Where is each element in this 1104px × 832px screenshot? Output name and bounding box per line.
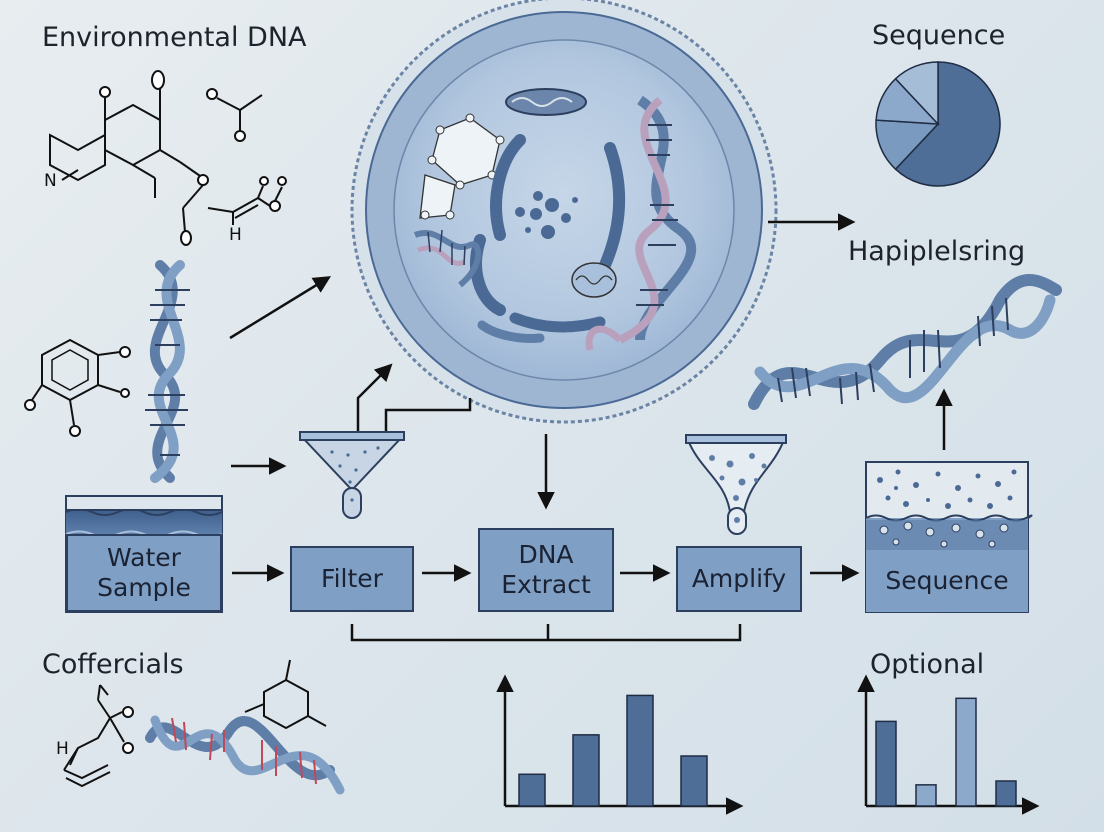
pie-slice-1 [894, 61, 1001, 187]
flow-arrows [229, 213, 953, 642]
filter-box: Filter [290, 546, 414, 612]
optional-title: Optional [870, 649, 985, 680]
dna-extract-label-line1: DNA [518, 540, 574, 569]
water-sample-box: Water Sample [66, 534, 222, 612]
bar-chart-center [518, 694, 708, 807]
molecule-structure-top [49, 70, 287, 246]
cell-illustration [350, 0, 778, 424]
dna-helix-horizontal [748, 274, 1062, 410]
pie-chart [875, 61, 1001, 187]
filter-label: Filter [321, 564, 383, 593]
bar-1 [518, 773, 546, 807]
bar-1 [875, 720, 897, 807]
bar-3 [955, 697, 977, 807]
water-sample-label-line2: Sample [97, 573, 191, 602]
sequence-label: Sequence [885, 566, 1009, 595]
bar-3 [626, 694, 654, 807]
bar-chart-right [875, 697, 1017, 807]
nitrogen-atom-label: N [44, 171, 57, 191]
amplify-label: Amplify [691, 564, 787, 593]
bar-2 [572, 734, 600, 807]
sequence-box: Sequence [866, 550, 1028, 612]
haplotype-title: Hapiplelsring [848, 236, 1026, 267]
bar-4 [995, 780, 1017, 807]
water-sample-label-line1: Water [107, 543, 181, 572]
dna-extract-box: DNA Extract [478, 528, 614, 612]
coffercials-title: Coffercials [42, 649, 184, 680]
molecule-structure-bottom [63, 659, 327, 788]
bar-4 [680, 755, 708, 807]
sequence-title: Sequence [872, 20, 1006, 51]
bar-2 [915, 784, 937, 807]
benzene-ring-left [24, 338, 131, 437]
filter-funnel-icon [299, 431, 405, 519]
dna-helix-vertical [145, 260, 190, 483]
dna-helix-bottom [145, 715, 345, 795]
hydrogen-atom-label-bottom: H [56, 739, 69, 759]
pie-slice-2 [875, 119, 940, 171]
amplify-box: Amplify [676, 546, 802, 612]
amplify-funnel-icon [685, 434, 787, 535]
sequence-container [865, 461, 1033, 613]
environmental-dna-title: Environmental DNA [42, 22, 307, 53]
pie-slice-4 [894, 61, 939, 126]
dna-extract-label-line2: Extract [501, 570, 591, 599]
hydrogen-atom-label-top: H [229, 225, 242, 245]
